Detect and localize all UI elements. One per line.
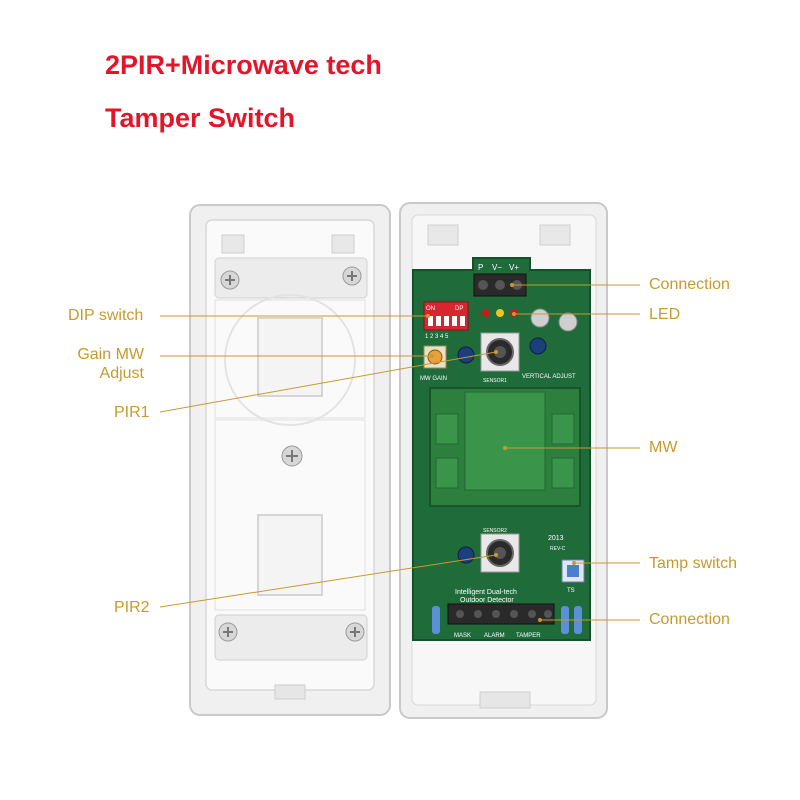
mw-gain-label: MW GAIN xyxy=(420,376,447,382)
callout-connection-top: Connection xyxy=(649,276,730,293)
led-icon xyxy=(482,309,518,317)
vertical-adjust-label: VERTICAL ADJUST xyxy=(522,374,576,380)
front-cover xyxy=(189,204,391,716)
product-line-2: Outdoor Detector xyxy=(460,597,514,604)
callout-pir1: PIR1 xyxy=(114,404,150,421)
headline-tech: 2PIR+Microwave tech xyxy=(105,50,382,80)
headline-tamper: Tamper Switch xyxy=(105,103,296,133)
tamper-switch xyxy=(561,559,585,583)
dip-dp-label: DP xyxy=(455,306,463,312)
callout-led: LED xyxy=(649,306,681,323)
pir1-sensor xyxy=(480,332,520,372)
screw-icon xyxy=(345,622,365,642)
sensor2-label: SENSOR2 xyxy=(483,528,507,534)
ts-label: TS xyxy=(567,588,575,594)
terminal-label-mask: MASK xyxy=(454,633,471,639)
screw-icon xyxy=(342,266,362,286)
product-line-1: Intelligent Dual-tech xyxy=(455,589,517,596)
dip-on-label: ON xyxy=(426,306,435,312)
callout-pir2: PIR2 xyxy=(114,599,150,616)
gain-potentiometer xyxy=(423,345,447,369)
terminal-label-p: P xyxy=(478,263,483,272)
callout-gain-mw-line2: Adjust xyxy=(99,365,144,382)
dip-switch xyxy=(423,301,469,331)
callout-gain-mw-line1: Gain MW xyxy=(77,346,144,363)
callout-tamp-switch: Tamp switch xyxy=(649,555,738,572)
callout-dip-switch: DIP switch xyxy=(68,307,144,324)
pir2-sensor xyxy=(480,533,520,573)
callout-gain-mw: Gain MW Adjust xyxy=(72,345,144,383)
callout-connection-bottom: Connection xyxy=(649,611,730,628)
terminal-label-vminus: V− xyxy=(492,263,502,272)
board-year: 2013 xyxy=(548,535,564,542)
screw-icon xyxy=(220,270,240,290)
pcb-board xyxy=(412,257,591,641)
screw-icon xyxy=(218,622,238,642)
screw-icon xyxy=(281,445,303,467)
sensor1-label: SENSOR1 xyxy=(483,378,507,384)
microwave-module xyxy=(429,387,581,507)
terminal-label-alarm: ALARM xyxy=(484,633,505,639)
terminal-label-vplus: V+ xyxy=(509,263,519,272)
board-rev: REV-C xyxy=(550,546,566,552)
terminal-label-tamper: TAMPER xyxy=(516,633,541,639)
dip-numbers: 1 2 3 4 5 xyxy=(425,334,449,340)
callout-mw: MW xyxy=(649,439,678,456)
